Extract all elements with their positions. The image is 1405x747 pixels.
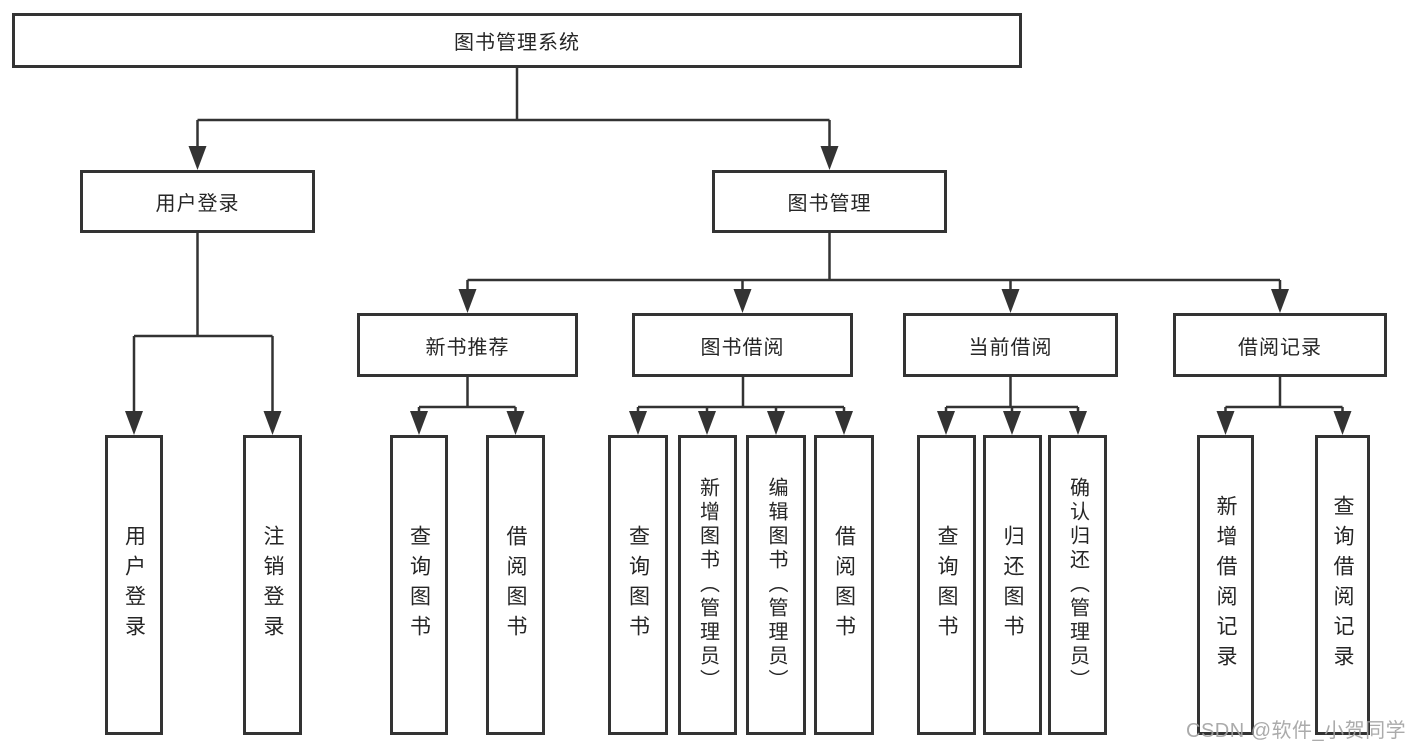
leaf-add-borrow-record: 新增借阅记录	[1197, 435, 1254, 735]
node-label: 确认归还（管理员）	[1066, 477, 1089, 693]
leaf-confirm-return-admin: 确认归还（管理员）	[1048, 435, 1107, 735]
node-label: 图书管理	[787, 193, 872, 215]
node-label: 图书借阅	[700, 336, 785, 359]
node-new-book-recommend: 新书推荐	[357, 313, 578, 377]
node-label: 新书推荐	[425, 336, 510, 359]
node-user-login: 用户登录	[80, 170, 315, 233]
node-label: 图书管理系统	[454, 32, 580, 54]
leaf-logout: 注销登录	[243, 435, 302, 735]
leaf-query-borrow-record: 查询借阅记录	[1315, 435, 1370, 735]
node-label: 用户登录	[155, 193, 240, 215]
node-label: 借阅图书	[832, 525, 856, 645]
node-label: 新增图书（管理员）	[696, 477, 719, 693]
node-current-borrow: 当前借阅	[903, 313, 1118, 377]
node-label: 归还图书	[1001, 525, 1024, 645]
leaf-add-books-admin: 新增图书（管理员）	[678, 435, 737, 735]
node-label: 查询图书	[935, 525, 958, 645]
node-label: 查询图书	[407, 525, 431, 645]
node-label: 查询图书	[626, 525, 650, 645]
leaf-edit-books-admin: 编辑图书（管理员）	[746, 435, 806, 735]
leaf-query-books-1: 查询图书	[390, 435, 448, 735]
node-label: 用户登录	[122, 525, 146, 645]
node-book-borrow: 图书借阅	[632, 313, 853, 377]
leaf-query-books-2: 查询图书	[608, 435, 668, 735]
node-label: 借阅图书	[504, 525, 527, 645]
csdn-watermark: CSDN @软件_小贺同学	[1186, 720, 1405, 742]
leaf-user-login: 用户登录	[105, 435, 163, 735]
node-book-management: 图书管理	[712, 170, 947, 233]
node-label: 借阅记录	[1238, 336, 1322, 359]
node-label: 注销登录	[261, 525, 284, 645]
node-label: 当前借阅	[968, 336, 1053, 359]
node-borrow-records: 借阅记录	[1173, 313, 1387, 377]
node-label: 编辑图书（管理员）	[765, 477, 787, 693]
leaf-query-books-3: 查询图书	[917, 435, 976, 735]
node-label: 查询借阅记录	[1331, 495, 1354, 675]
leaf-borrow-books-1: 借阅图书	[486, 435, 545, 735]
node-library-system: 图书管理系统	[12, 13, 1022, 68]
leaf-return-books: 归还图书	[983, 435, 1042, 735]
node-label: 新增借阅记录	[1214, 495, 1237, 675]
leaf-borrow-books-2: 借阅图书	[814, 435, 874, 735]
